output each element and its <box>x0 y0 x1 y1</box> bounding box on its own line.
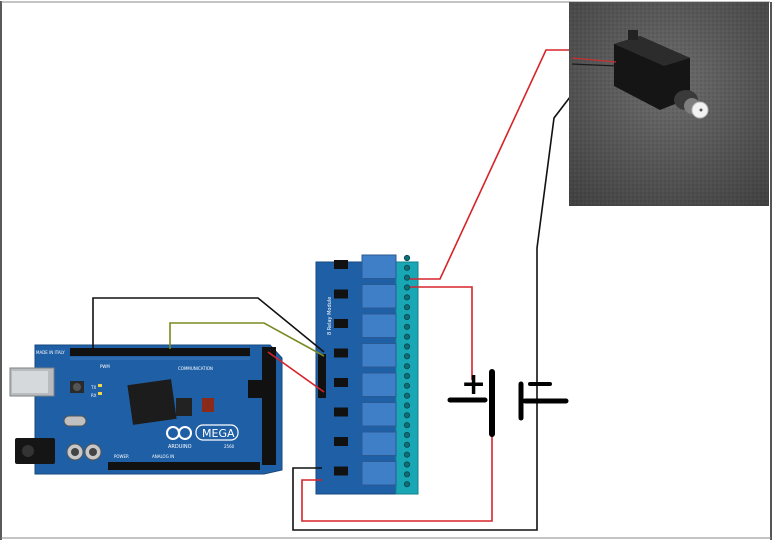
communication-label: COMMUNICATION <box>178 366 213 371</box>
terminal-screw <box>403 372 411 380</box>
terminal-screw <box>403 412 411 419</box>
terminal-screw <box>403 431 411 439</box>
origin-label: MADE IN ITALY <box>36 350 65 355</box>
arduino-logo-icon <box>166 426 192 440</box>
rx-label: RX <box>91 393 97 398</box>
relay-7 <box>361 431 397 456</box>
analog-header <box>108 462 260 470</box>
relay-driver <box>334 319 348 328</box>
terminal-screw <box>403 343 411 350</box>
relay-driver <box>334 289 348 299</box>
terminal-screw <box>403 294 411 301</box>
digital-header-right <box>262 347 276 465</box>
microcontroller-chip <box>127 379 177 425</box>
terminal-screw <box>403 441 411 448</box>
relay-8 <box>361 461 397 486</box>
relay-6 <box>361 402 397 427</box>
motor-icon <box>571 30 709 119</box>
battery-symbol: + <box>447 367 569 437</box>
relay-2 <box>361 284 397 309</box>
terminal-screw <box>403 481 411 488</box>
relay-driver <box>334 348 348 358</box>
relay-driver <box>334 407 348 417</box>
relay-module-title: 8 Relay Module <box>327 297 333 335</box>
relay-driver <box>334 437 348 446</box>
model-label: MEGA <box>202 427 235 440</box>
arduino-mega-board: MADE IN ITALY PWM COMMUNICATION TX RX AR… <box>9 344 283 475</box>
wire-red-vcc <box>267 351 325 393</box>
relay-driver <box>334 466 348 476</box>
terminal-screw <box>403 363 411 370</box>
power-jack <box>15 438 55 464</box>
input-header <box>318 354 326 398</box>
relay-driver <box>334 260 348 269</box>
relay-3 <box>361 313 397 338</box>
relay-channels <box>334 254 411 488</box>
terminal-screw <box>403 353 411 360</box>
wire-black-from-motor <box>292 83 581 531</box>
wire-black-gnd <box>92 297 325 353</box>
terminal-screw <box>403 333 411 340</box>
relay-4 <box>361 343 397 368</box>
terminal-screw <box>403 304 411 311</box>
relay-5 <box>361 372 397 397</box>
relay-module: 8 Relay Module <box>315 254 419 495</box>
power-label: POWER <box>114 454 129 459</box>
terminal-screw <box>403 382 411 389</box>
terminal-screw <box>403 313 411 321</box>
terminal-screw <box>403 451 411 458</box>
terminal-screw <box>403 402 411 409</box>
terminal-screw <box>403 264 411 271</box>
wires <box>92 49 581 531</box>
terminal-screw <box>403 461 411 468</box>
battery-positive-label: + <box>461 367 486 402</box>
brand-label: ARDUINO <box>168 444 192 450</box>
terminal-screw <box>403 254 411 262</box>
digital-header-top <box>70 348 250 356</box>
wire-red-to-battery <box>410 286 473 380</box>
analog-label: ANALOG IN <box>152 454 174 459</box>
tx-label: TX <box>90 385 96 390</box>
wire-red-battery-return <box>301 425 493 522</box>
terminal-screw <box>403 392 411 399</box>
pwm-label: PWM <box>100 364 110 369</box>
terminal-screw <box>403 274 411 281</box>
wire-olive-signal <box>169 322 325 357</box>
terminal-screw <box>403 284 411 291</box>
year-label: 2560 <box>224 444 235 449</box>
relay-driver <box>334 378 348 387</box>
terminal-screw <box>403 471 411 478</box>
terminal-screw <box>403 422 411 429</box>
relay-1 <box>361 254 397 279</box>
motor-photo <box>569 2 769 206</box>
wire-red-to-motor <box>410 49 572 280</box>
terminal-screw <box>403 323 411 330</box>
